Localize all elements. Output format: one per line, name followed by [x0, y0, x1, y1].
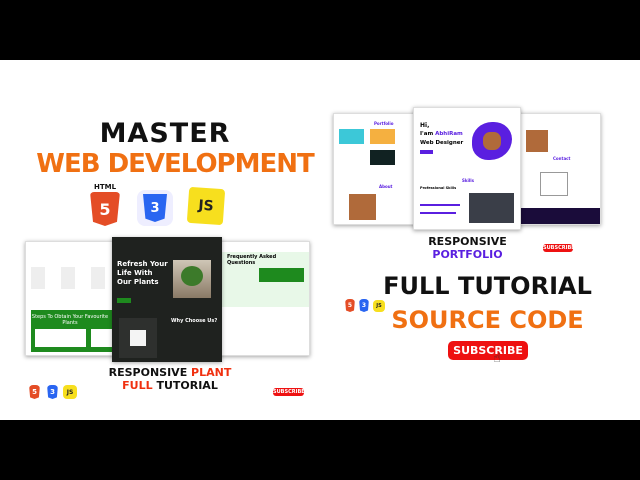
caption-full-tutorial: FULL TUTORIAL: [122, 379, 218, 392]
javascript-icon-small: JS: [373, 300, 385, 312]
avatar: [472, 122, 512, 160]
html5-icon: 5: [90, 192, 120, 226]
thumbnail-canvas: MASTER WEB DEVELOPMENT HTML 5 3 JS Steps…: [0, 60, 640, 420]
html5-icon-small: 5: [345, 299, 355, 312]
html5-label: HTML: [93, 183, 117, 191]
title-web-development: WEB DEVELOPMENT: [36, 149, 314, 179]
css3-icon: 3: [137, 190, 173, 226]
subscribe-badge-small[interactable]: SUBSCRIBE: [543, 244, 575, 252]
caption-responsive-plant: RESPONSIVE PLANT: [108, 366, 232, 379]
plant-hero-text: Refresh Your Life With Our Plants: [117, 260, 168, 286]
plant-pot-image: [119, 318, 157, 358]
portfolio-screenshot-left: Portfolio About: [333, 113, 423, 225]
plant-image: [173, 260, 211, 298]
portfolio-screenshot-right: Contact: [517, 113, 601, 225]
headline-source-code: SOURCE CODE: [391, 306, 584, 334]
caption-portfolio: PORTFOLIO: [432, 248, 503, 261]
caption-responsive: RESPONSIVE: [428, 235, 507, 248]
css3-icon-small: 3: [47, 385, 58, 399]
plant-site-screenshot-center: Refresh Your Life With Our Plants Why Ch…: [112, 237, 222, 362]
html5-icon-small: 5: [29, 385, 40, 399]
title-master: MASTER: [99, 118, 231, 149]
headline-full-tutorial: FULL TUTORIAL: [383, 272, 592, 300]
javascript-icon-small: JS: [63, 385, 77, 399]
hero-name: I'am AbhiRam: [420, 131, 463, 137]
subscribe-badge-small[interactable]: SUBSCRIBE: [273, 388, 305, 396]
portfolio-screenshot-center: Hi, I'am AbhiRam Web Designer Skills Pro…: [413, 107, 521, 230]
subscribe-button[interactable]: SUBSCRIBE: [448, 341, 528, 360]
javascript-icon: JS: [186, 186, 226, 226]
cursor-hand-icon: ☝: [493, 351, 501, 366]
css3-icon-small: 3: [359, 299, 369, 312]
